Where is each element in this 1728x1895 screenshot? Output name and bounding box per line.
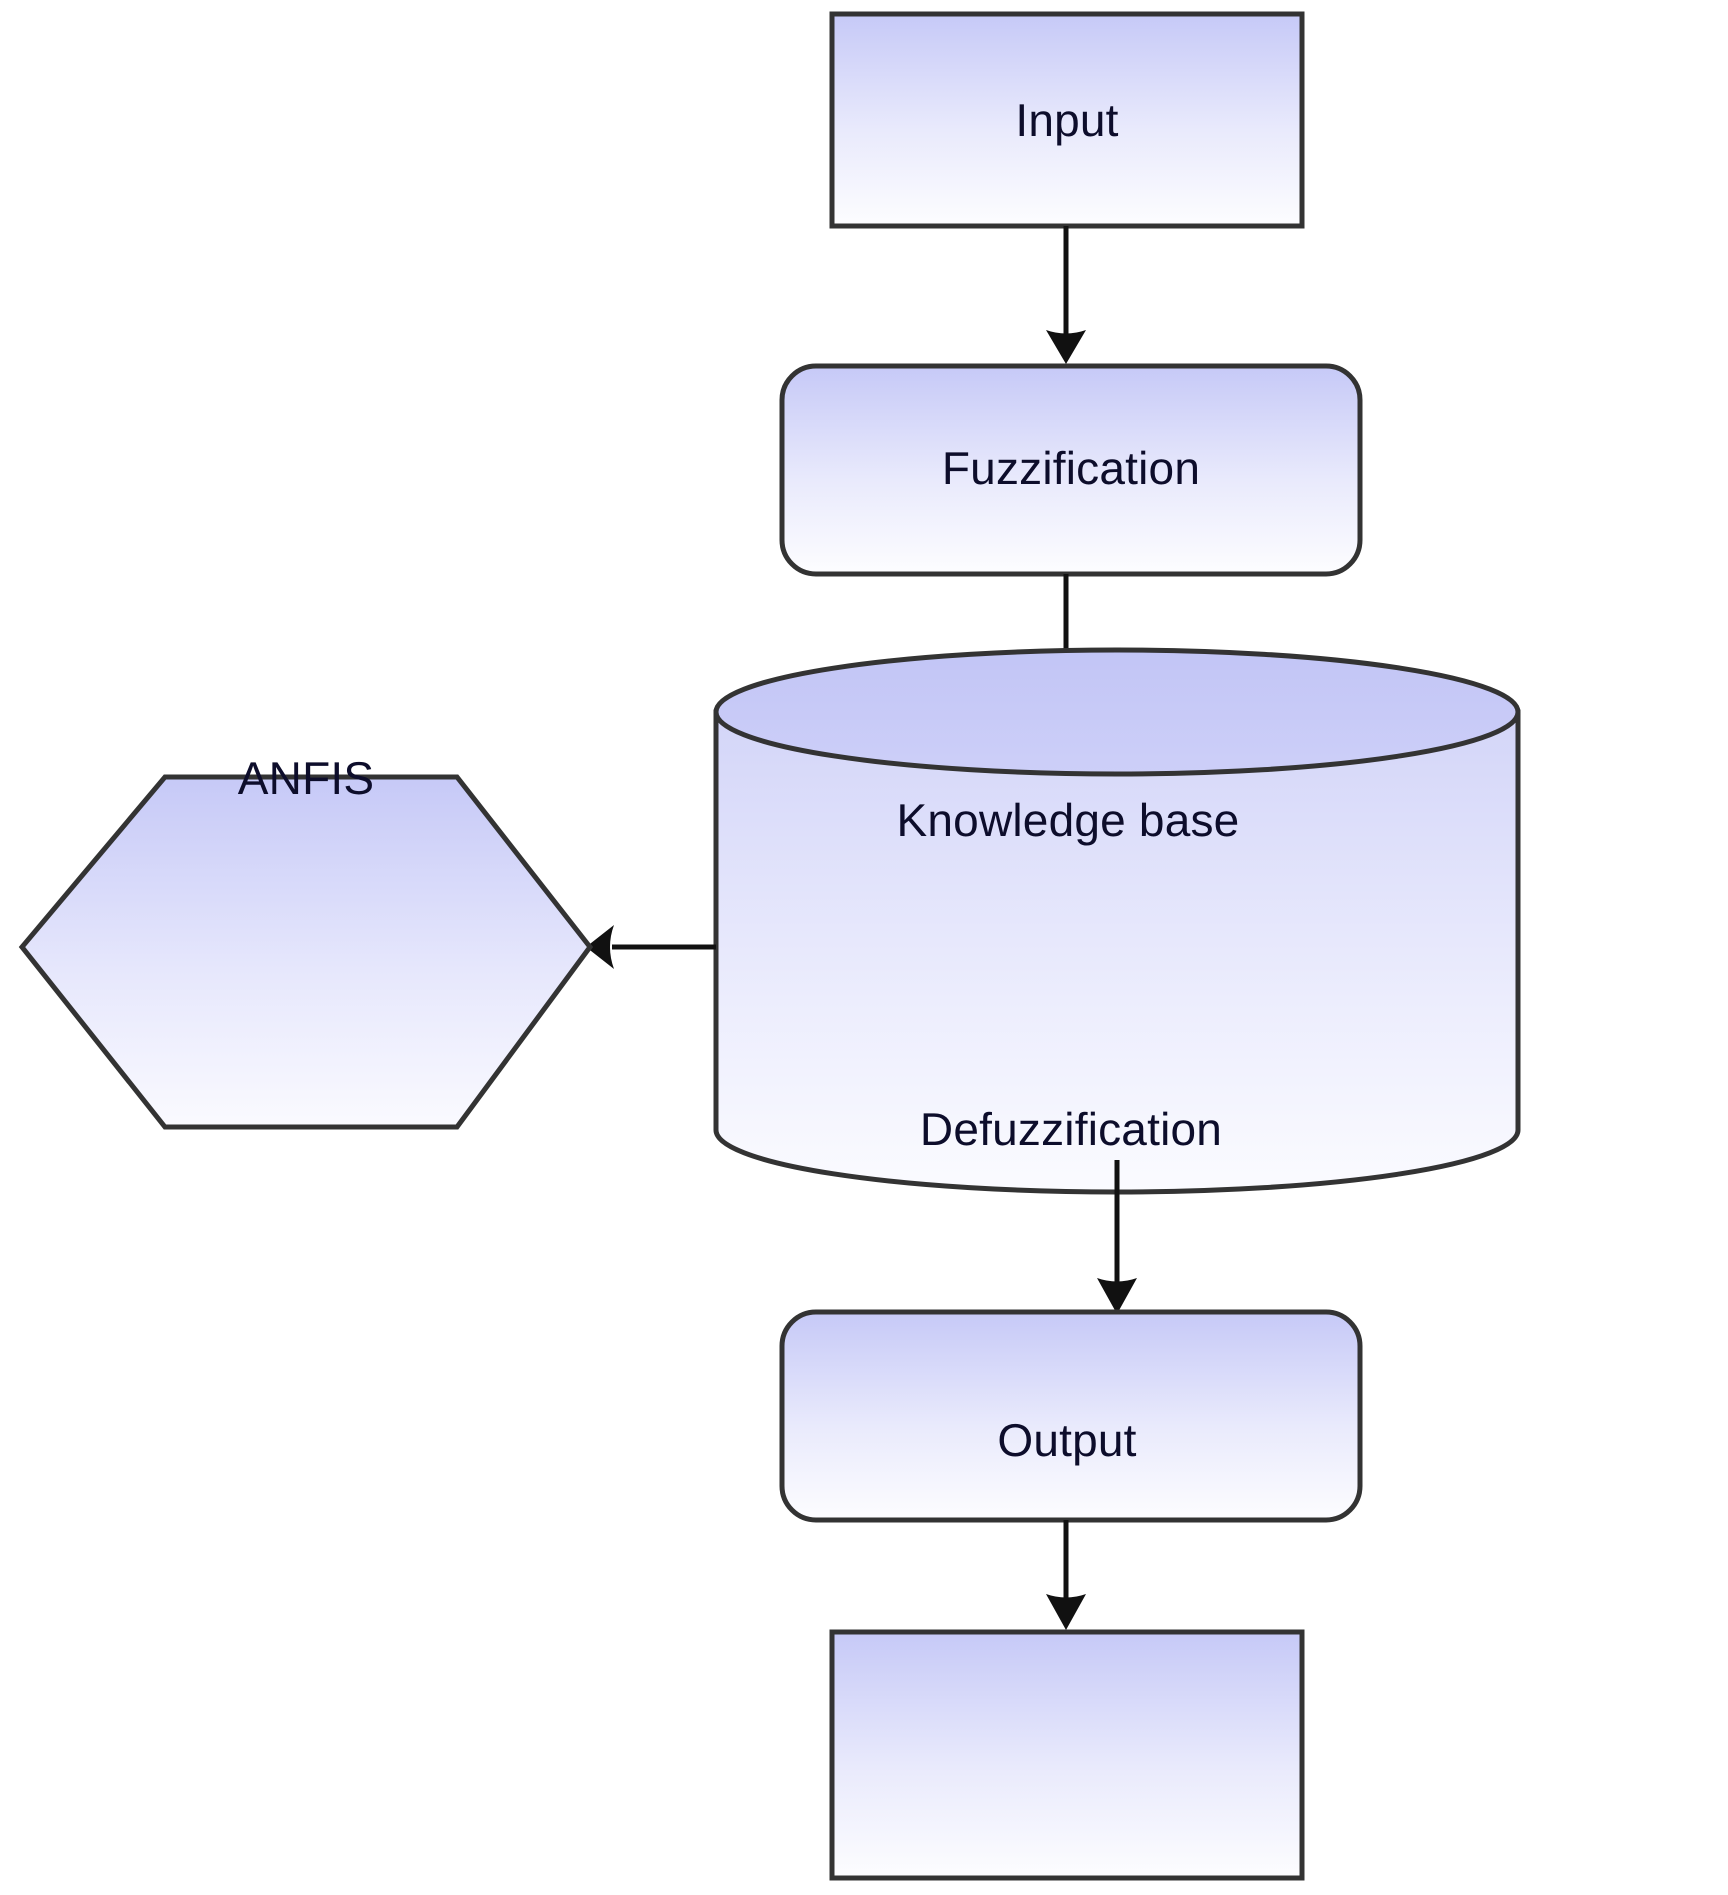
node-anfis-shape[interactable]	[18, 774, 594, 1130]
node-defuzzification-shape[interactable]	[779, 1309, 1363, 1523]
arrowhead-icon	[1046, 1594, 1086, 1630]
edge-knowledgebase-to-anfis	[586, 925, 716, 969]
arrowhead-icon	[1046, 330, 1086, 364]
edge-input-to-fuzzification	[1046, 226, 1086, 364]
node-fuzzification-shape[interactable]	[779, 363, 1363, 577]
node-knowledgebase-shape[interactable]	[713, 647, 1521, 1195]
edge-knowledgebase-to-defuzzification	[1097, 1160, 1137, 1314]
node-output-shape[interactable]	[829, 1629, 1305, 1881]
arrowhead-icon	[1097, 1278, 1137, 1314]
arrowhead-icon	[586, 925, 614, 969]
edge-defuzzification-to-output	[1046, 1520, 1086, 1630]
node-input-shape[interactable]	[829, 11, 1305, 229]
